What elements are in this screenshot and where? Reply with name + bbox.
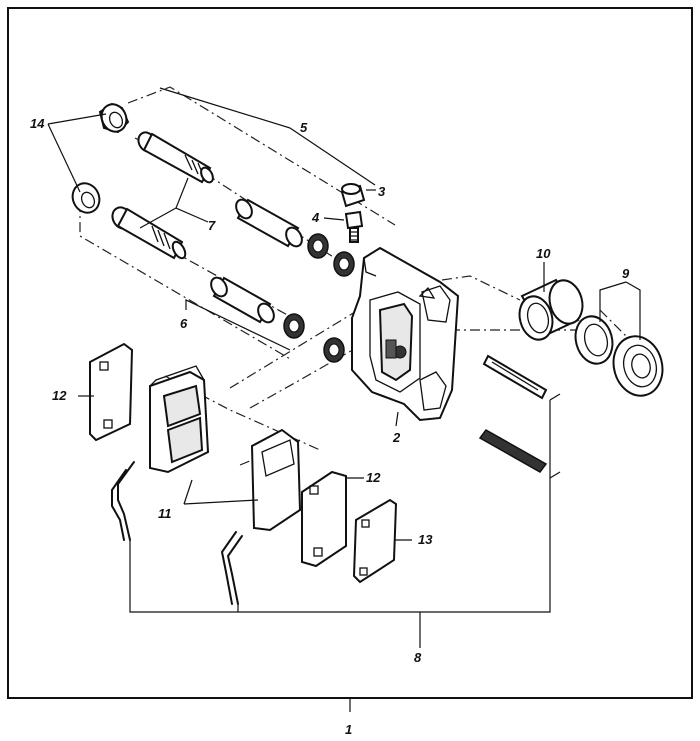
shim-left (89, 342, 134, 442)
anti-rattle-clip-right (221, 531, 243, 605)
callout-2: 2 (392, 430, 401, 445)
guide-pin-lower (111, 206, 187, 260)
boot-lower (71, 182, 101, 214)
callout-8: 8 (414, 650, 422, 665)
callout-4: 4 (311, 210, 320, 225)
callout-13: 13 (418, 532, 433, 547)
callout-6: 6 (180, 316, 188, 331)
callout-9: 9 (622, 266, 630, 281)
callout-10: 10 (536, 246, 551, 261)
dust-boot (612, 335, 664, 397)
bleeder-screw (344, 210, 364, 243)
anti-rattle-clip-left (111, 461, 135, 541)
seal-ring-lower-a (283, 313, 305, 339)
callout-leaders (47, 87, 641, 648)
callout-7: 7 (208, 218, 216, 233)
callout-14: 14 (30, 116, 45, 131)
callout-5: 5 (300, 120, 308, 135)
caliper-body (351, 246, 460, 422)
boot-upper (98, 102, 130, 134)
guide-pin-upper (137, 131, 214, 184)
seal-ring-lower-b (323, 337, 345, 363)
seal-ring-upper (307, 233, 329, 259)
callout-3: 3 (378, 184, 386, 199)
callout-12-right: 12 (366, 470, 381, 485)
slide-rail-lower (478, 429, 548, 473)
callout-1: 1 (345, 722, 352, 737)
bleeder-cap (340, 183, 366, 208)
slide-rail-upper (482, 354, 548, 400)
seal-ring-mid (333, 251, 355, 277)
shim-right (301, 470, 347, 568)
sleeve-upper (235, 198, 303, 248)
piston-seal (574, 315, 614, 365)
piston (518, 278, 584, 341)
anti-squeal-shim (352, 498, 398, 584)
brake-pad-outer (250, 428, 302, 532)
callout-11: 11 (158, 506, 172, 521)
callout-12-left: 12 (52, 388, 67, 403)
brake-pad-inner (149, 365, 210, 474)
sleeve-lower (210, 276, 275, 324)
